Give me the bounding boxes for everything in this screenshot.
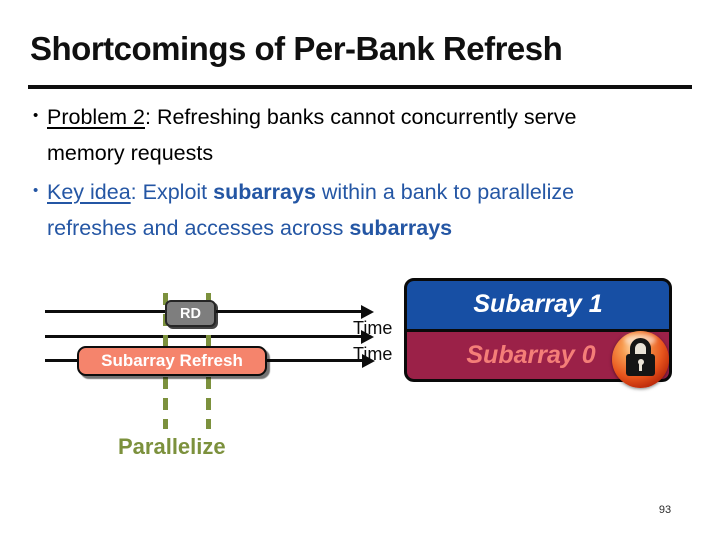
title-divider (28, 85, 692, 89)
lock-body (626, 354, 655, 376)
page-number: 93 (658, 504, 672, 516)
bullet-line: Key idea: Exploit subarrays within a ban… (47, 174, 653, 210)
bullet-text: refreshes and accesses across (47, 216, 350, 240)
bullet-lead-underlined: Problem 2 (47, 105, 145, 129)
bullet-problem-2: • Problem 2: Refreshing banks cannot con… (33, 99, 653, 171)
bullet-text: within a bank to parallelize (315, 180, 575, 204)
subarray-0-label: Subarray 0 (466, 340, 596, 369)
bullet-icon: • (33, 107, 39, 124)
bullet-line: memory requests (47, 141, 214, 165)
lock-icon (612, 331, 669, 388)
subarray-refresh-label: Subarray Refresh (101, 351, 243, 370)
page-title: Shortcomings of Per-Bank Refresh (30, 30, 563, 67)
lock-keyhole (637, 359, 644, 365)
bullet-text-bold: subarrays (349, 216, 453, 240)
time-axis-label-1: Time (353, 318, 393, 338)
parallelize-caption: Parallelize (118, 434, 226, 459)
timeline-3-arrowhead-icon (362, 353, 375, 368)
subarray-1-box: Subarray 1 (407, 281, 669, 332)
timeline-2 (45, 335, 362, 338)
time-axis-label-2: Time (353, 344, 393, 364)
lock-keyhole-stem (639, 363, 642, 371)
timeline-2-arrowhead-icon (361, 329, 374, 344)
bullet-line: Problem 2: Refreshing banks cannot concu… (47, 99, 653, 135)
bullet-lead-underlined: Key idea (47, 180, 131, 204)
subarray-1-label: Subarray 1 (473, 290, 603, 319)
bullet-key-idea: • Key idea: Exploit subarrays within a b… (33, 174, 653, 246)
subarray-refresh-box: Subarray Refresh (77, 346, 267, 376)
bullet-icon: • (33, 182, 39, 199)
bullet-text: : Refreshing banks cannot concurrently s… (145, 105, 577, 129)
bullet-text-bold: subarrays (213, 180, 316, 204)
bullet-line: refreshes and accesses across subarrays (47, 210, 653, 246)
read-command-box: RD (165, 300, 216, 327)
bullet-list: • Problem 2: Refreshing banks cannot con… (33, 99, 653, 246)
read-command-label: RD (180, 305, 201, 322)
lock-shackle (630, 338, 651, 359)
timeline-1-arrowhead-icon (361, 304, 374, 319)
bullet-text: : Exploit (130, 180, 214, 204)
